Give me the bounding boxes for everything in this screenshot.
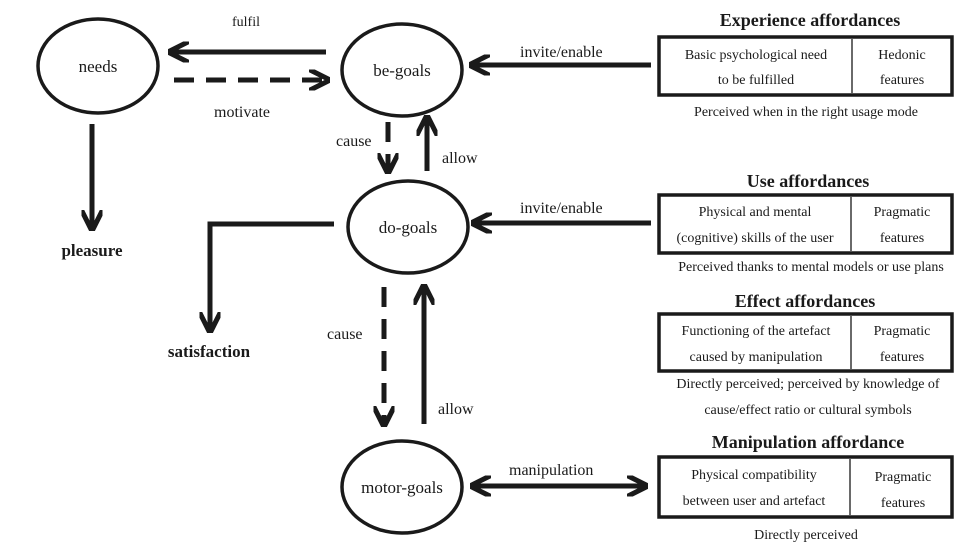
panel-title: Experience affordances [720,10,900,30]
panel-box [657,455,954,519]
panel-box [657,35,954,97]
panel-effect-affordances: Effect affordances Functioning of the ar… [657,291,954,418]
panel-box [657,312,954,373]
do-goals-label: do-goals [379,218,438,237]
panel-right-line-1: Pragmatic [875,470,932,485]
panel-left-line-2: (cognitive) skills of the user [676,231,833,246]
panel-right-line-1: Pragmatic [874,205,931,220]
allow-upper-label: allow [442,150,478,167]
do-goals-ellipse [346,179,470,275]
panel-right-line-2: features [881,496,925,511]
panel-right-line-1: Hedonic [878,48,925,63]
panel-experience-affordances: Experience affordances Basic psychologic… [657,10,954,120]
panel-title: Use affordances [747,171,869,191]
panel-right-line-2: features [880,231,924,246]
do-goals-to-satisfaction-arrow [210,221,334,330]
panel-title: Manipulation affordance [712,432,905,452]
node-needs: needs [36,17,160,115]
needs-label: needs [79,57,118,76]
panel-use-affordances: Use affordances Physical and mental (cog… [657,171,954,275]
panel-caption-line-2: cause/effect ratio or cultural symbols [704,403,911,418]
motivate-label: motivate [214,104,270,121]
fulfil-label: fulfil [232,15,260,30]
panel-caption-line-1: Perceived thanks to mental models or use… [678,260,944,275]
panel-left-line-1: Physical and mental [699,205,812,220]
panel-right-line-2: features [880,350,924,365]
panel-right-line-1: Pragmatic [874,324,931,339]
cause-lower-label: cause [327,326,363,343]
motor-goals-ellipse [340,439,464,535]
panel-caption-line-1: Directly perceived; perceived by knowled… [676,377,940,392]
experience-invite-label: invite/enable [520,44,603,61]
manipulation-label: manipulation [509,462,593,479]
allow-lower-label: allow [438,401,474,418]
panel-left-line-2: to be fulfilled [718,73,794,88]
panel-right-line-2: features [880,73,924,88]
satisfaction-label: satisfaction [168,342,251,361]
panel-left-line-2: between user and artefact [683,494,826,509]
panel-left-line-1: Basic psychological need [685,48,827,63]
motor-goals-label: motor-goals [361,478,443,497]
node-do-goals: do-goals [346,179,470,275]
cause-upper-label: cause [336,133,372,150]
panel-left-line-2: caused by manipulation [690,350,823,365]
be-goals-ellipse [340,22,464,118]
node-motor-goals: motor-goals [340,439,464,535]
panel-manipulation-affordance: Manipulation affordance Physical compati… [657,432,954,543]
pleasure-label: pleasure [61,241,123,260]
panel-caption-line-1: Directly perceived [754,528,858,543]
panel-left-line-1: Functioning of the artefact [682,324,831,339]
be-goals-label: be-goals [373,61,431,80]
panel-caption-line-1: Perceived when in the right usage mode [694,105,918,120]
needs-ellipse [36,17,160,115]
panel-left-line-1: Physical compatibility [691,468,817,483]
panel-box [657,193,954,255]
node-be-goals: be-goals [340,22,464,118]
use-invite-label: invite/enable [520,200,603,217]
panel-title: Effect affordances [735,291,875,311]
